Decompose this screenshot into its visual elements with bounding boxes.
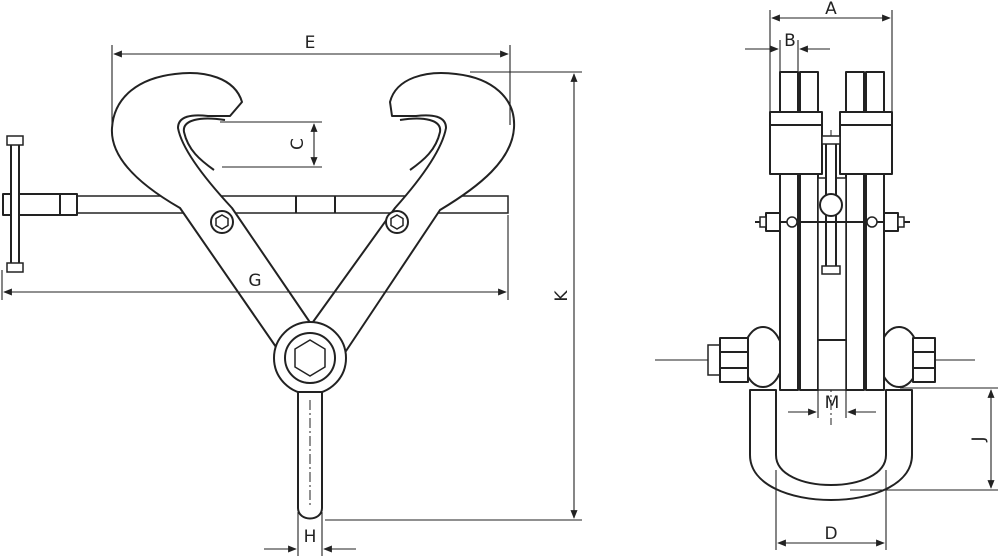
center-pivot: [273, 321, 347, 395]
jaw-bolt-right: [385, 210, 409, 234]
dim-h: H: [264, 512, 356, 556]
jaw-head: [769, 111, 893, 175]
dim-c: C: [220, 121, 322, 168]
label-a: A: [825, 0, 837, 19]
jaw-bolt-left: [210, 210, 234, 234]
label-e: E: [305, 33, 316, 53]
dim-d: D: [775, 470, 887, 550]
dim-e: E: [111, 33, 511, 125]
label-j: J: [969, 436, 989, 442]
dim-m: M: [788, 390, 876, 418]
side-screw: [819, 135, 843, 275]
label-d: D: [824, 524, 837, 544]
label-g: G: [248, 271, 261, 291]
dim-g: G: [1, 215, 509, 300]
side-bolts: [755, 212, 910, 232]
shackle-bolt: [707, 337, 936, 383]
dim-a: A: [769, 0, 893, 112]
t-handle: [2, 135, 78, 273]
dim-j: J: [850, 387, 998, 491]
label-b: B: [784, 31, 796, 51]
label-h: H: [304, 527, 317, 547]
side-view: A B M J D: [655, 0, 998, 550]
dim-b: B: [745, 31, 830, 72]
dim-k: K: [325, 71, 582, 521]
lifting-eye: [297, 391, 323, 520]
front-view: E C G K H: [1, 33, 582, 556]
label-c: C: [288, 138, 308, 150]
label-m: M: [825, 393, 840, 413]
label-k: K: [552, 290, 572, 302]
